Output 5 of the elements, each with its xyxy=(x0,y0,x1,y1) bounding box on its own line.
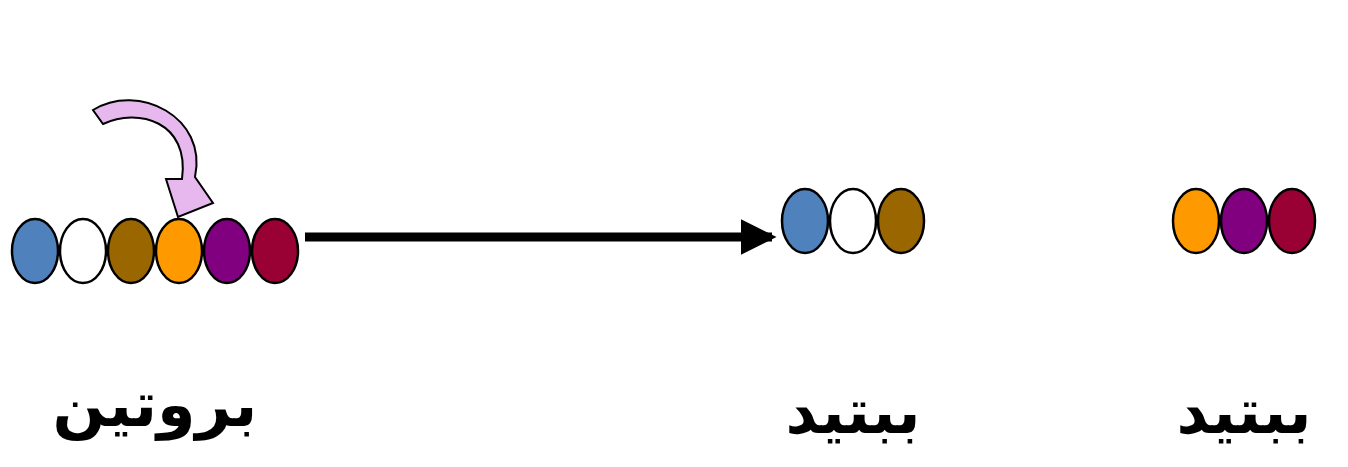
node-label: بروتين xyxy=(51,368,259,443)
node-label: ببتيد xyxy=(784,375,922,450)
curved-arrow xyxy=(92,99,214,218)
arrow xyxy=(305,219,777,255)
node-label: ببتيد xyxy=(1175,375,1313,450)
